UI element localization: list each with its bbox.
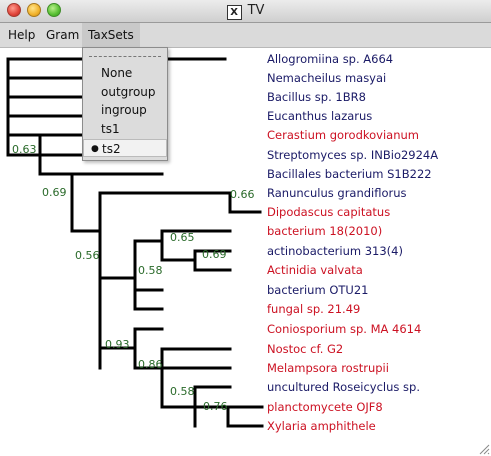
leaf-label[interactable]: Nostoc cf. G2 [267,342,343,356]
leaf-label[interactable]: Actinidia valvata [267,263,363,277]
support-value: 0.69 [42,186,67,199]
leaf-label[interactable]: actinobacterium 313(4) [267,244,403,258]
leaf-label[interactable]: Eucanthus lazarus [267,109,372,123]
support-value: 0.66 [230,188,255,201]
taxsets-dropdown-menu: None outgroup ingroup ts1 ●ts2 [82,47,168,161]
taxset-option-none[interactable]: None [101,66,133,80]
menu-bar: Help Gram TaxSets [0,23,491,48]
close-window-button[interactable] [7,3,21,17]
leaf-label[interactable]: bacterium 18(2010) [267,224,382,238]
window-title-area: X TV [0,3,491,20]
support-value: 0.93 [105,338,130,351]
support-value: 0.76 [203,400,228,413]
leaf-label[interactable]: Nemacheilus masyai [267,71,386,85]
zoom-window-button[interactable] [47,3,61,17]
support-value: 0.56 [75,249,100,262]
support-value: 0.63 [12,143,37,156]
leaf-label[interactable]: Xylaria amphithele [267,419,376,433]
leaf-label[interactable]: fungal sp. 21.49 [267,302,360,316]
selected-bullet-icon: ● [91,144,99,154]
leaf-label[interactable]: Streptomyces sp. INBio2924A [267,148,438,162]
leaf-label[interactable]: bacterium OTU21 [267,283,368,297]
taxset-option-ts1[interactable]: ts1 [101,122,120,136]
leaf-label[interactable]: Cerastium gorodkovianum [267,128,419,142]
taxset-option-outgroup[interactable]: outgroup [101,85,156,99]
leaf-label[interactable]: Bacillales bacterium S1B222 [267,167,432,181]
taxset-option-ts2[interactable]: ●ts2 [83,139,167,157]
window-title: TV [247,3,265,18]
menu-taxsets[interactable]: TaxSets [82,23,140,47]
leaf-label[interactable]: Coniosporium sp. MA 4614 [267,322,421,336]
leaf-label[interactable]: Ranunculus grandiflorus [267,186,407,200]
support-value: 0.65 [170,231,195,244]
x11-icon: X [226,5,242,20]
resize-grip-icon[interactable] [478,443,490,455]
support-value: 0.58 [138,264,163,277]
support-value: 0.86 [138,358,163,371]
title-bar[interactable]: X TV [0,0,491,23]
taxset-option-ingroup[interactable]: ingroup [101,103,147,117]
support-value: 0.58 [170,385,195,398]
tearoff-line[interactable] [89,56,161,57]
menu-help[interactable]: Help [8,28,36,42]
menu-gram[interactable]: Gram [46,28,80,42]
leaf-label[interactable]: uncultured Roseicyclus sp. [267,380,420,394]
leaf-label[interactable]: Dipodascus capitatus [267,205,390,219]
leaf-label[interactable]: Melampsora rostrupii [267,361,389,375]
support-value: 0.69 [202,248,227,261]
taxset-option-ts2-label: ts2 [102,142,121,156]
leaf-label[interactable]: Allogromiina sp. A664 [267,52,393,66]
minimize-window-button[interactable] [27,3,41,17]
leaf-label[interactable]: planctomycete OJF8 [267,400,383,414]
leaf-label[interactable]: Bacillus sp. 1BR8 [267,90,366,104]
